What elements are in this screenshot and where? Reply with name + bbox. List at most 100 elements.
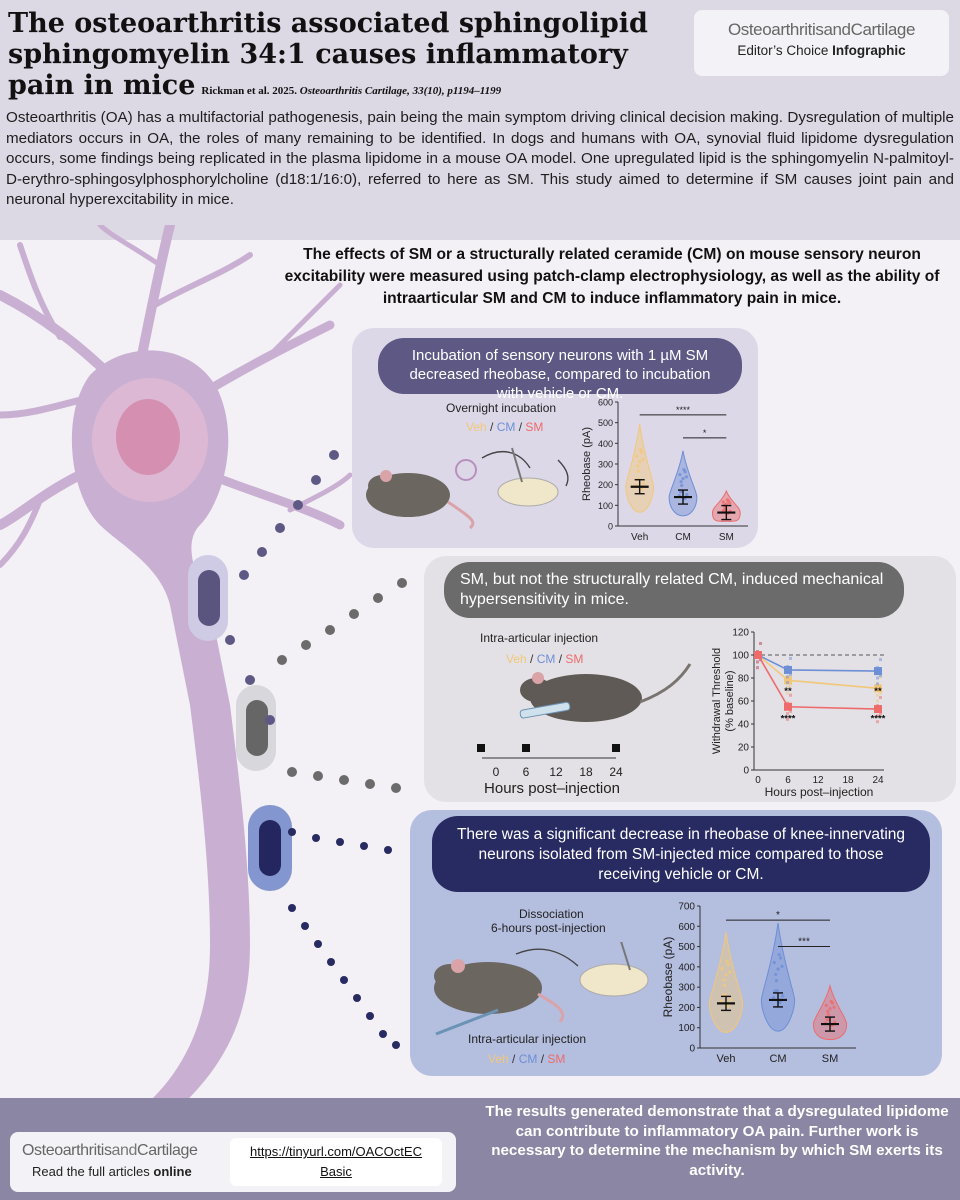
raw-point [789, 709, 792, 713]
panel3-injection-label: Intra-articular injection [468, 1032, 587, 1046]
y-tick-label: 100 [598, 501, 613, 511]
data-point [772, 960, 776, 965]
y-tick-label: 0 [743, 766, 749, 777]
data-point [772, 996, 776, 1000]
raw-point [876, 720, 879, 724]
data-point [725, 959, 729, 963]
panel2-finding: SM, but not the structurally related CM,… [444, 562, 904, 618]
panel1-method-label: Overnight incubation [446, 401, 557, 415]
footer-journal-logo: OsteoarthritisandCartilage [22, 1142, 198, 1159]
timepoint-marker [612, 744, 620, 752]
x-tick-label: SM [719, 532, 734, 543]
data-point [832, 1005, 836, 1009]
panel3-treatments: Veh / CM / SM [488, 1052, 566, 1066]
x-tick-label: Veh [631, 532, 648, 543]
data-point [722, 983, 727, 988]
significance-label: * [703, 428, 707, 438]
panel3-method-label-2: 6-hours post-injection [491, 921, 606, 935]
raw-point [876, 704, 879, 708]
timepoint-marker [477, 744, 485, 752]
raw-point [879, 696, 882, 700]
raw-point [876, 676, 879, 680]
panel2-treatments: Veh / CM / SM [506, 652, 584, 666]
data-point [634, 454, 639, 458]
y-tick-label: 0 [689, 1044, 695, 1055]
data-point [641, 481, 646, 486]
data-point [638, 460, 642, 464]
significance-label: *** [798, 937, 810, 948]
timeline-tick-label: 0 [493, 765, 500, 779]
timeline-tick-label: 6 [523, 765, 530, 779]
data-point [720, 967, 724, 971]
y-tick-label: 100 [732, 651, 749, 662]
y-tick-label: 700 [678, 902, 695, 913]
y-axis-label-2: (% baseline) [724, 670, 736, 731]
y-tick-label: 300 [678, 983, 695, 994]
raw-point [786, 691, 789, 695]
data-point [779, 956, 783, 960]
series-line-0 [757, 654, 879, 690]
x-tick-label: SM [822, 1053, 839, 1065]
data-point [680, 483, 684, 488]
panel3-finding: There was a significant decrease in rheo… [432, 816, 930, 892]
significance-label: ** [874, 686, 882, 697]
x-tick-label: 12 [812, 775, 824, 786]
y-axis-label: Rheobase (pA) [581, 427, 593, 501]
data-point [640, 450, 644, 455]
x-tick-label: 0 [755, 775, 761, 786]
raw-point [756, 666, 759, 670]
raw-point [756, 660, 759, 664]
data-point [781, 994, 785, 998]
data-point [684, 475, 688, 479]
page-title: The osteoarthritis associated sphingolip… [8, 8, 648, 101]
data-point [729, 997, 733, 1002]
y-tick-label: 40 [738, 720, 750, 731]
raw-point [789, 693, 792, 697]
data-point [678, 490, 683, 494]
violin-cm [760, 922, 796, 1032]
data-point [724, 973, 728, 977]
data-point [681, 476, 685, 481]
conclusion-text: The results generated demonstrate that a… [485, 1103, 949, 1179]
raw-point [786, 675, 789, 679]
violin-veh [708, 931, 744, 1033]
footer-read-online: Read the full articles online [32, 1164, 192, 1179]
y-tick-label: 600 [598, 398, 613, 408]
raw-point [876, 682, 879, 686]
x-tick-label: CM [675, 532, 691, 543]
series-point [874, 684, 882, 693]
raw-point [759, 658, 762, 662]
y-tick-label: 20 [738, 743, 750, 754]
series-point [874, 705, 882, 714]
data-point [774, 972, 778, 977]
significance-label: **** [781, 714, 796, 725]
data-point [636, 469, 641, 473]
y-tick-label: 60 [738, 697, 750, 708]
panel3-mouse-dish-illustration [434, 942, 649, 1036]
data-point [776, 967, 780, 971]
timeline-tick-label: 18 [579, 765, 593, 779]
data-point [641, 457, 645, 461]
data-point [825, 1018, 829, 1022]
data-point [727, 962, 731, 967]
y-tick-label: 200 [598, 480, 613, 490]
raw-point [876, 693, 879, 697]
series-point [874, 667, 882, 676]
y-tick-label: 400 [678, 962, 695, 973]
x-tick-label: CM [769, 1053, 786, 1065]
raw-point [876, 714, 879, 718]
timeline-tick-label: 12 [549, 765, 563, 779]
series-point [784, 702, 792, 711]
x-axis-label: Hours post–injection [765, 785, 874, 799]
raw-point [789, 673, 792, 677]
raw-point [786, 665, 789, 668]
timeline-tick-label: 24 [609, 765, 623, 779]
raw-point [786, 712, 789, 716]
y-tick-label: 80 [738, 674, 750, 685]
panel2-mouse-injection-illustration [519, 663, 692, 722]
y-tick-label: 200 [678, 1003, 695, 1014]
